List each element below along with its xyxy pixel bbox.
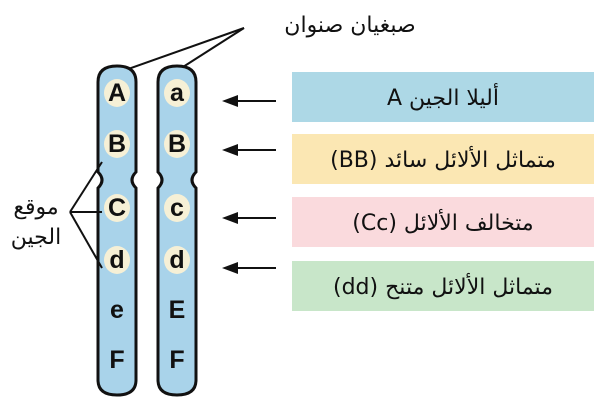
right-band-highlight [164, 246, 190, 274]
left-band-highlight [104, 194, 130, 222]
right-allele-a: a [170, 79, 185, 107]
right-allele-E: E [169, 296, 186, 324]
trait-box-background [292, 72, 594, 122]
arrows [222, 95, 276, 274]
left-allele-C: C [108, 194, 126, 222]
left-allele-A: A [108, 79, 126, 107]
right-band-highlight [164, 79, 190, 107]
trait-box-label: متخالف الألائل (Cc) [352, 209, 533, 236]
left-allele-B: B [108, 130, 126, 158]
trait-box-label: متماثل الألائل سائد (BB) [330, 146, 556, 173]
left-band-highlight [104, 130, 130, 158]
right-allele-c: c [170, 194, 184, 222]
right-allele-F: F [169, 346, 184, 374]
arrow-head [222, 95, 238, 107]
right-allele-d: d [169, 246, 184, 274]
trait-boxes: أليلا الجين A متماثل الألائل سائد (BB) متخ… [292, 72, 594, 311]
right-band-highlight [164, 194, 190, 222]
trait-box-background [292, 261, 594, 311]
diagram-title: صبغيان صنوان [284, 13, 415, 38]
trait-box-background [292, 197, 594, 247]
arrow-head [222, 262, 238, 274]
gene-locus-label-line1: موقع [13, 195, 58, 220]
gene-locus-label-line2: الجين [11, 225, 61, 250]
arrow-head [222, 212, 238, 224]
left-band-highlight [104, 79, 130, 107]
trait-box-label: أليلا الجين A [387, 83, 499, 111]
trait-box-label: متماثل الألائل متنح (dd) [333, 273, 553, 300]
left-band-highlight [104, 246, 130, 274]
right-allele-B: B [168, 130, 186, 158]
trait-box-background [292, 134, 594, 184]
left-allele-d: d [109, 246, 124, 274]
gene-locus-pointer-lines [69, 161, 103, 269]
arrow-head [222, 144, 238, 156]
left-allele-F: F [109, 346, 124, 374]
left-allele-e: e [110, 296, 124, 324]
right-band-highlight [164, 130, 190, 158]
